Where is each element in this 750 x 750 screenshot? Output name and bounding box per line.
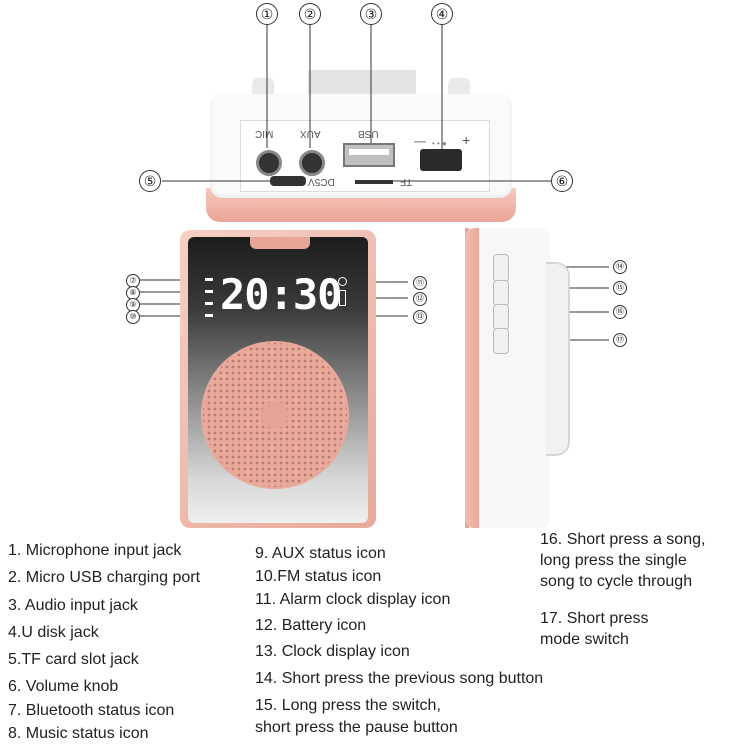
callout-11: ⑪ [413,276,427,290]
callout-13: ⑬ [413,310,427,324]
music-status-icon [205,290,213,293]
usb-port[interactable] [343,143,395,167]
clock-display: 20:30 [220,270,342,319]
legend-10: 10.FM status icon [255,568,382,585]
mic-jack[interactable] [256,150,282,176]
callout-10: ⑩ [126,310,140,324]
legend-1: 1. Microphone input jack [8,542,182,559]
legend-13: 13. Clock display icon [255,643,410,660]
callout-4: ④ [431,3,453,25]
legend-7: 7. Bluetooth status icon [8,702,175,719]
tf-slot[interactable] [355,180,393,184]
callout-16: ⑯ [613,305,627,319]
callout-2: ② [299,3,321,25]
fm-status-icon [205,314,213,317]
callout-7: ⑦ [126,274,140,288]
callout-6: ⑥ [551,170,573,192]
legend-16-cont-2: song to cycle through [540,573,693,590]
legend-17-cont: mode switch [540,631,629,648]
legend-17: 17. Short press [540,610,649,627]
next-song-button[interactable] [493,304,509,330]
legend-15: 15. Long press the switch, [255,697,441,714]
pause-switch-button[interactable] [493,280,509,306]
volume-knob[interactable] [420,149,462,171]
legend-9: 9. AUX status icon [255,545,386,562]
previous-song-button[interactable] [493,254,509,282]
callout-15: ⑮ [613,281,627,295]
aux-jack[interactable] [299,150,325,176]
front-top-notch [250,237,310,249]
battery-icon [339,290,346,306]
legend-4: 4.U disk jack [8,624,99,641]
legend-5: 5.TF card slot jack [8,651,139,668]
legend-3: 3. Audio input jack [8,597,138,614]
legend-14: 14. Short press the previous song button [255,670,544,687]
legend-16-cont-1: long press the single [540,552,687,569]
handle-center [308,70,416,96]
bluetooth-status-icon [205,278,213,281]
side-device-edge [465,228,479,528]
legend-16: 16. Short press a song, [540,531,706,548]
callout-3: ③ [360,3,382,25]
callout-14: ⑭ [613,260,627,274]
legend-11: 11. Alarm clock display icon [255,591,451,608]
callout-12: ⑫ [413,292,427,306]
mode-switch-button[interactable] [493,328,509,354]
legend-6: 6. Volume knob [8,678,119,695]
volume-dots: • • ● [432,139,447,148]
legend-2: 2. Micro USB charging port [8,569,201,586]
legend-8: 8. Music status icon [8,725,149,742]
callout-17: ⑰ [613,333,627,347]
usb-port-tongue [349,149,389,155]
alarm-clock-icon [338,277,347,286]
aux-status-icon [205,302,213,305]
legend-12: 12. Battery icon [255,617,367,634]
legend-15-cont: short press the pause button [255,719,458,736]
callout-1: ① [256,3,278,25]
speaker-grille [201,341,349,489]
belt-clip [546,262,570,456]
callout-5: ⑤ [139,170,161,192]
